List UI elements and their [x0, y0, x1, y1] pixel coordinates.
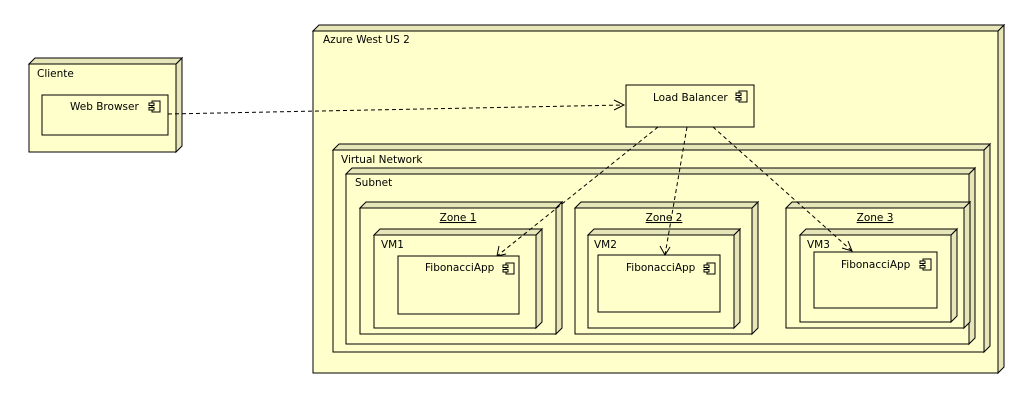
component-fibonacciapp-1[interactable]: FibonacciApp — [397, 255, 520, 315]
component-icon — [703, 262, 716, 275]
node-vnet-title: Virtual Network — [341, 154, 423, 166]
component-fib3-label: FibonacciApp — [841, 259, 911, 271]
node-vm1-title: VM1 — [381, 239, 404, 251]
component-fibonacciapp-3[interactable]: FibonacciApp — [813, 251, 938, 309]
component-web-browser[interactable]: Web Browser — [41, 94, 169, 136]
component-fib2-label: FibonacciApp — [626, 262, 696, 274]
component-load-balancer[interactable]: Load Balancer — [625, 84, 755, 128]
component-load-balancer-label: Load Balancer — [653, 92, 728, 104]
component-fib1-label: FibonacciApp — [425, 262, 495, 274]
node-azure-title: Azure West US 2 — [323, 34, 410, 46]
component-icon — [148, 100, 161, 113]
connector-browser-to-loadbalancer[interactable] — [167, 99, 626, 115]
connector-loadbalancer-to-fib2[interactable] — [659, 126, 688, 256]
node-zone-1-title: Zone 1 — [440, 212, 477, 224]
component-icon — [735, 90, 748, 103]
component-fibonacciapp-2[interactable]: FibonacciApp — [597, 254, 721, 313]
component-icon — [919, 258, 932, 271]
node-vm3-title: VM3 — [807, 239, 830, 251]
component-web-browser-label: Web Browser — [70, 101, 139, 113]
node-zone-2-title: Zone 2 — [646, 212, 683, 224]
node-vm2-title: VM2 — [594, 239, 617, 251]
node-subnet-title: Subnet — [355, 177, 392, 189]
component-icon — [502, 262, 515, 275]
connector-loadbalancer-to-fib3[interactable] — [712, 126, 853, 252]
node-zone-3-title: Zone 3 — [857, 212, 894, 224]
node-cliente-title: Cliente — [37, 68, 74, 80]
connector-loadbalancer-to-fib1[interactable] — [496, 126, 659, 257]
